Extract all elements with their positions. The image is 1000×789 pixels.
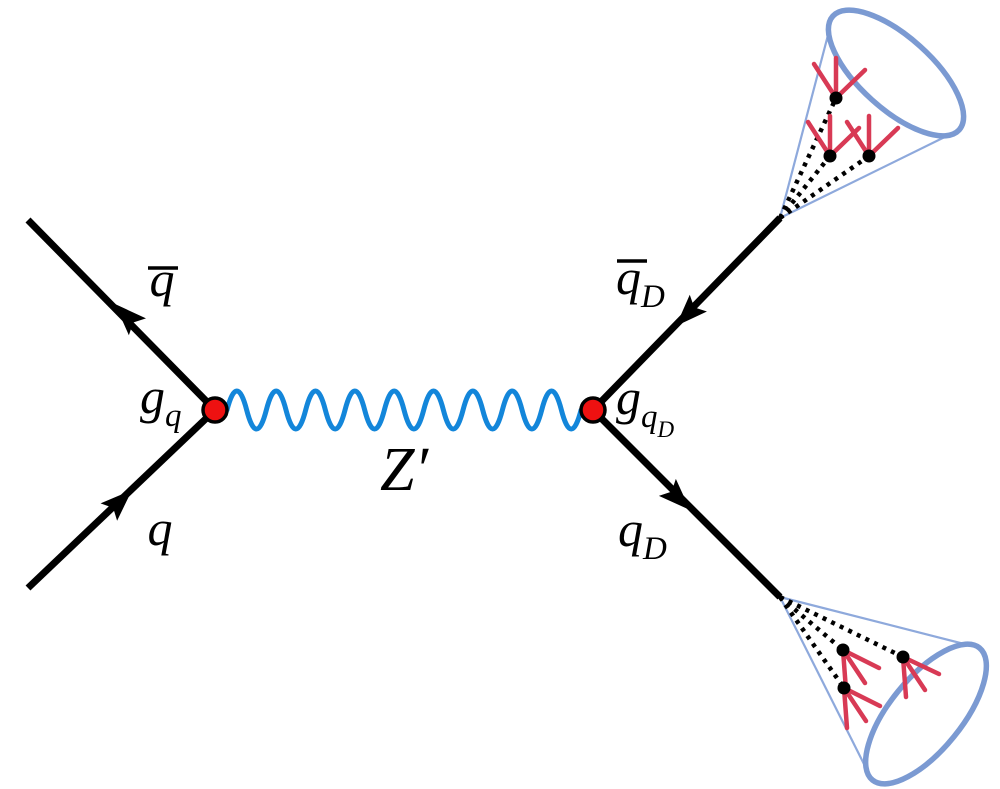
particle-sub: D [640,279,665,315]
jet-spray-line [805,119,833,159]
incoming-quark-arrow [100,490,132,521]
outgoing-dark-quark-arrow [658,478,690,510]
incoming-antiquark-arrow [115,304,146,336]
jet-spray-line [840,647,868,686]
jet-branch-dot [837,681,851,695]
coupling-sub: q [165,398,182,434]
upper-cone-mouth-ellipse [825,7,967,139]
zprime-propagator-wave [224,388,584,432]
upper-cone-side-line [778,15,835,219]
right-vertex-dot [579,396,607,424]
jet-spray-line [866,125,901,159]
jet-spray-line [841,685,850,731]
jet-spray-line [840,647,882,671]
jet-spray-line [844,119,872,159]
jet-spray-line [811,61,839,101]
lower-cone-side-line [779,596,873,781]
outgoing-dark-antiquark-arrow [676,294,707,326]
jet-spray-line [900,654,928,693]
lower-cone-side-line [779,595,981,650]
jet-spray-line [900,654,909,700]
jet-branch-dot [862,149,876,163]
jet-branch-dots [823,91,910,695]
lower-jet-cone [779,595,990,787]
jet-spray-line [841,685,883,709]
label-left-coupling: gq [140,368,182,434]
lower-jet-shower-dotted-lines [778,594,904,690]
particle-sub: D [642,531,667,567]
jet-spray-line [900,654,942,677]
left-vertex-dot [201,396,229,424]
upper-jet-cone [778,7,967,219]
jet-branch-dot [896,650,910,664]
label-zprime-propagator: Z′ [380,436,429,504]
lower-cone-mouth-ellipse [862,641,990,787]
coupling-sub: q [641,399,658,435]
particle-main: q [616,249,641,305]
jet-branch-dot [836,643,850,657]
jet-branch-dot [829,91,843,105]
shower-dotted-line [778,154,832,220]
coupling-subsub: D [657,417,675,442]
shower-dotted-line [779,594,904,660]
jet-spray-line [833,67,868,101]
label-outgoing-dark-quark: qD [618,501,667,567]
label-incoming-quark: q [148,500,173,556]
coupling-main: g [616,369,641,425]
lower-jet-spray-lines [840,647,942,731]
coupling-main: g [140,368,165,424]
upper-jet-spray-lines [805,55,901,159]
upper-cone-side-line [779,129,960,219]
shower-dotted-line [778,595,845,652]
label-right-coupling: gqD [616,369,675,442]
label-incoming-antiquark: q [150,251,175,307]
jet-spray-line [841,685,869,724]
particle-main: q [618,501,643,557]
upper-jet-shower-dotted-lines [777,97,871,220]
label-outgoing-dark-antiquark: qD [616,249,665,315]
jet-branch-dot [823,149,837,163]
shower-dotted-line [777,97,839,219]
